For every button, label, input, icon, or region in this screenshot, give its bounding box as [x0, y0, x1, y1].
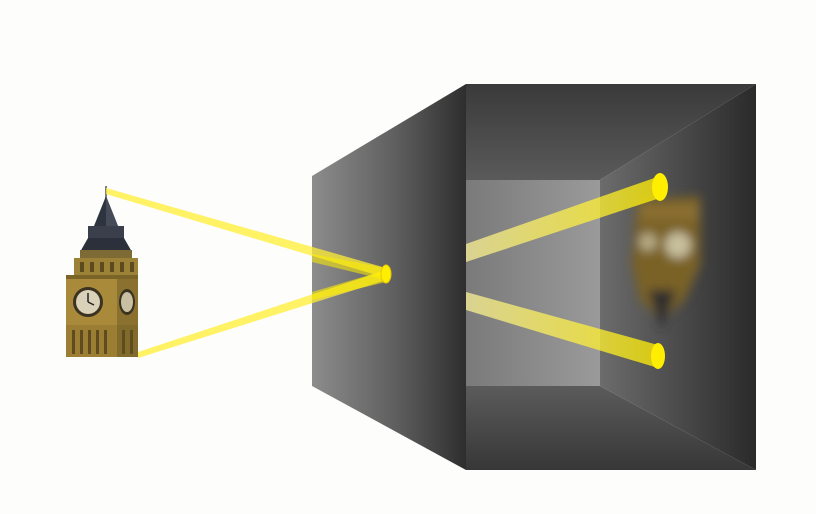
incoming-light-rays — [106, 188, 386, 358]
box-bottom-face — [466, 386, 756, 470]
box-top-face — [466, 84, 756, 180]
light-spot-bottom — [651, 343, 665, 369]
light-ray-inner-top — [466, 176, 660, 262]
clock-tower-object — [66, 186, 138, 357]
pinhole-aperture — [380, 264, 392, 284]
projected-image — [632, 196, 700, 330]
light-ray-inner-bottom — [466, 292, 658, 368]
light-spot-top — [652, 173, 668, 201]
